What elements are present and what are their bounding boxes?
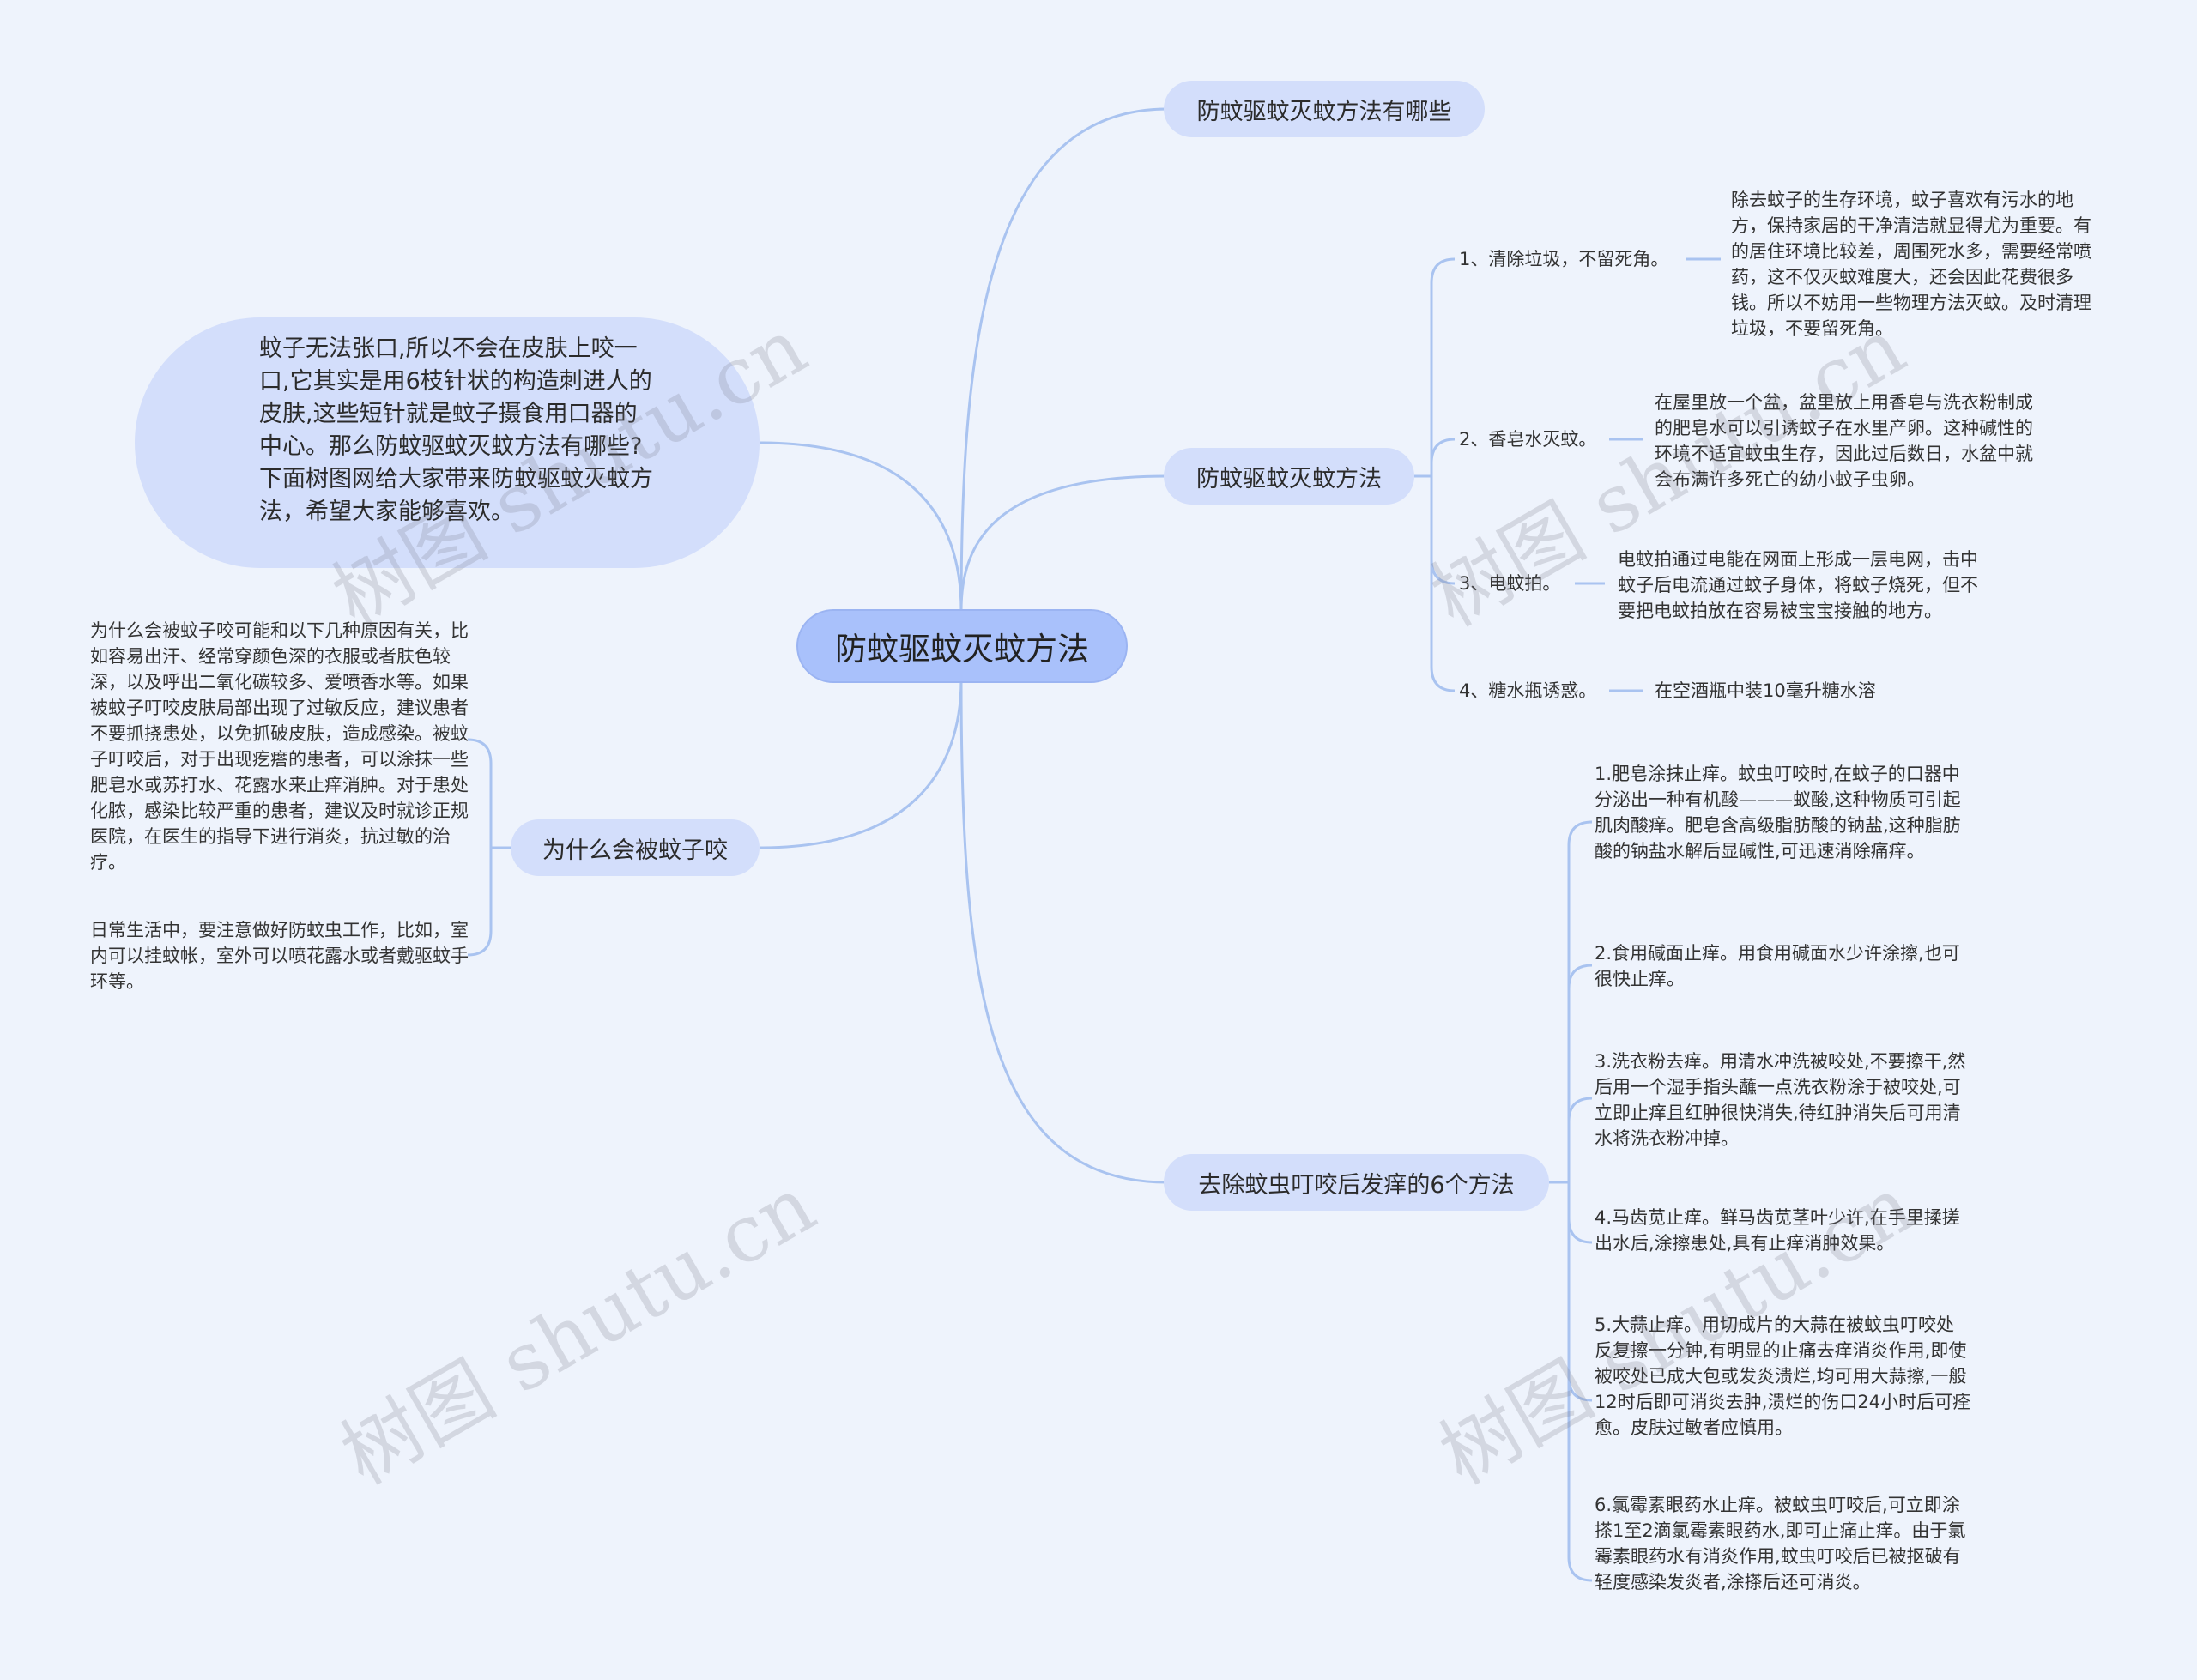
itch-item-6: 6.氯霉素眼药水止痒。被蚊虫叮咬后,可立即涂搽1至2滴氯霉素眼药水,即可止痛止痒… bbox=[1595, 1495, 1966, 1592]
method-item-4-detail: 在空酒瓶中装10毫升糖水溶 bbox=[1655, 680, 1876, 701]
link-why-1 bbox=[467, 738, 493, 848]
itch-item-5: 5.大蒜止痒。用切成片的大蒜在被蚊虫叮咬处反复擦一分钟,有明显的止痛去痒消炎作用… bbox=[1595, 1314, 1971, 1438]
link-itch-3 bbox=[1567, 1097, 1593, 1182]
link-methods-3 bbox=[1430, 476, 1456, 585]
link-root-why bbox=[759, 679, 963, 849]
intro-bubble[interactable] bbox=[135, 317, 760, 568]
method-item-1-detail: 除去蚊子的生存环境，蚊子喜欢有污水的地方，保持家居的干净清洁就显得尤为重要。有的… bbox=[1731, 190, 2091, 339]
itch-item-1: 1.肥皂涂抹止痒。蚊虫叮咬时,在蚊子的口器中分泌出一种有机酸———蚁酸,这种物质… bbox=[1595, 764, 1961, 861]
link-methods-1 bbox=[1430, 257, 1456, 476]
why-item-2: 日常生活中，要注意做好防蚊虫工作，比如，室内可以挂蚊帐，室外可以喷花露水或者戴驱… bbox=[90, 920, 469, 992]
link-root-itch bbox=[959, 679, 1168, 1184]
branch-why-node[interactable]: 为什么会被蚊子咬 bbox=[511, 819, 760, 876]
root-node[interactable]: 防蚊驱蚊灭蚊方法 bbox=[796, 609, 1128, 683]
branch-top-label: 防蚊驱蚊灭蚊方法有哪些 bbox=[1196, 98, 1452, 125]
branch-methods-label: 防蚊驱蚊灭蚊方法 bbox=[1196, 465, 1382, 493]
itch-item-2: 2.食用碱面止痒。用食用碱面水少许涂擦,也可很快止痒。 bbox=[1595, 943, 1960, 989]
method-item-4-label[interactable]: 4、糖水瓶诱惑。 bbox=[1459, 680, 1597, 701]
link-methods-2 bbox=[1430, 438, 1456, 476]
link-root-top bbox=[959, 107, 1168, 612]
link-why-2 bbox=[467, 848, 493, 957]
method-item-2-detail: 在屋里放一个盆，盆里放上用香皂与洗衣粉制成的肥皂水可以引诱蚊子在水里产卵。这种碱… bbox=[1655, 392, 2033, 490]
itch-item-4: 4.马齿苋止痒。鲜马齿苋茎叶少许,在手里揉搓出水后,涂擦患处,具有止痒消肿效果。 bbox=[1595, 1207, 1960, 1254]
link-itch-5 bbox=[1567, 1182, 1593, 1402]
branch-why-label: 为什么会被蚊子咬 bbox=[542, 837, 728, 864]
link-root-methods bbox=[959, 474, 1168, 612]
method-item-3-label[interactable]: 3、电蚊拍。 bbox=[1459, 573, 1561, 594]
why-item-1: 为什么会被蚊子咬可能和以下几种原因有关，比如容易出汗、经常穿颜色深的衣服或者肤色… bbox=[90, 620, 469, 873]
link-itch-2 bbox=[1567, 964, 1593, 1182]
branch-methods-node[interactable]: 防蚊驱蚊灭蚊方法 bbox=[1164, 448, 1414, 505]
method-item-2-label[interactable]: 2、香皂水灭蚊。 bbox=[1459, 429, 1597, 450]
link-methods-4 bbox=[1430, 476, 1456, 692]
branch-itch-label: 去除蚊虫叮咬后发痒的6个方法 bbox=[1198, 1171, 1515, 1199]
link-itch-1 bbox=[1567, 820, 1593, 1182]
method-item-1-label[interactable]: 1、清除垃圾，不留死角。 bbox=[1459, 249, 1669, 269]
link-itch-6 bbox=[1567, 1182, 1593, 1582]
branch-top-node[interactable]: 防蚊驱蚊灭蚊方法有哪些 bbox=[1164, 81, 1485, 137]
itch-item-3: 3.洗衣粉去痒。用清水冲洗被咬处,不要擦干,然后用一个湿手指头蘸一点洗衣粉涂于被… bbox=[1595, 1051, 1966, 1149]
link-itch-4 bbox=[1567, 1182, 1593, 1244]
method-item-3-detail: 电蚊拍通过电能在网面上形成一层电网，击中蚊子后电流通过蚊子身体，将蚊子烧死，但不… bbox=[1618, 549, 1978, 621]
root-label: 防蚊驱蚊灭蚊方法 bbox=[835, 631, 1089, 668]
branch-itch-node[interactable]: 去除蚊虫叮咬后发痒的6个方法 bbox=[1164, 1154, 1549, 1211]
intro-text: 蚊子无法张口,所以不会在皮肤上咬一口,它其实是用6枝针状的构造刺进人的皮肤,这些… bbox=[259, 335, 653, 525]
link-root-intro bbox=[759, 441, 963, 612]
